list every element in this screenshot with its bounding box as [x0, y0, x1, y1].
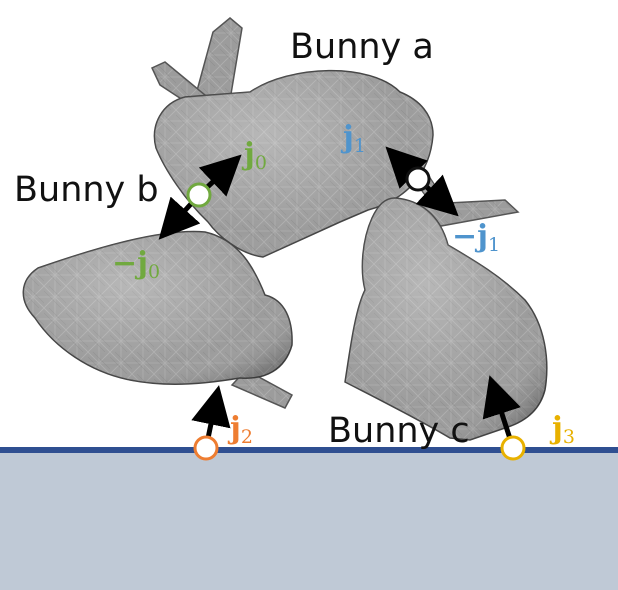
contact-point-black: [405, 166, 431, 192]
contact-point-orange: [193, 435, 219, 461]
label-j3: j3: [552, 411, 575, 448]
label-j2: j2: [230, 411, 253, 448]
contact-point-yellow: [500, 435, 526, 461]
label-bunny-c: Bunny c: [328, 411, 470, 451]
label-neg-j0: −j0: [112, 246, 161, 283]
bunny-c-shape: [344, 197, 548, 441]
label-neg-j1: −j1: [452, 219, 501, 256]
bunny-a-shape: [150, 17, 439, 258]
contact-point-green: [186, 182, 212, 208]
bunny-b-shape: [22, 230, 294, 409]
ground: [0, 450, 618, 590]
label-j1: j1: [343, 120, 366, 157]
label-bunny-a: Bunny a: [290, 27, 434, 67]
label-bunny-b: Bunny b: [14, 170, 159, 210]
label-j0: j0: [244, 137, 267, 174]
